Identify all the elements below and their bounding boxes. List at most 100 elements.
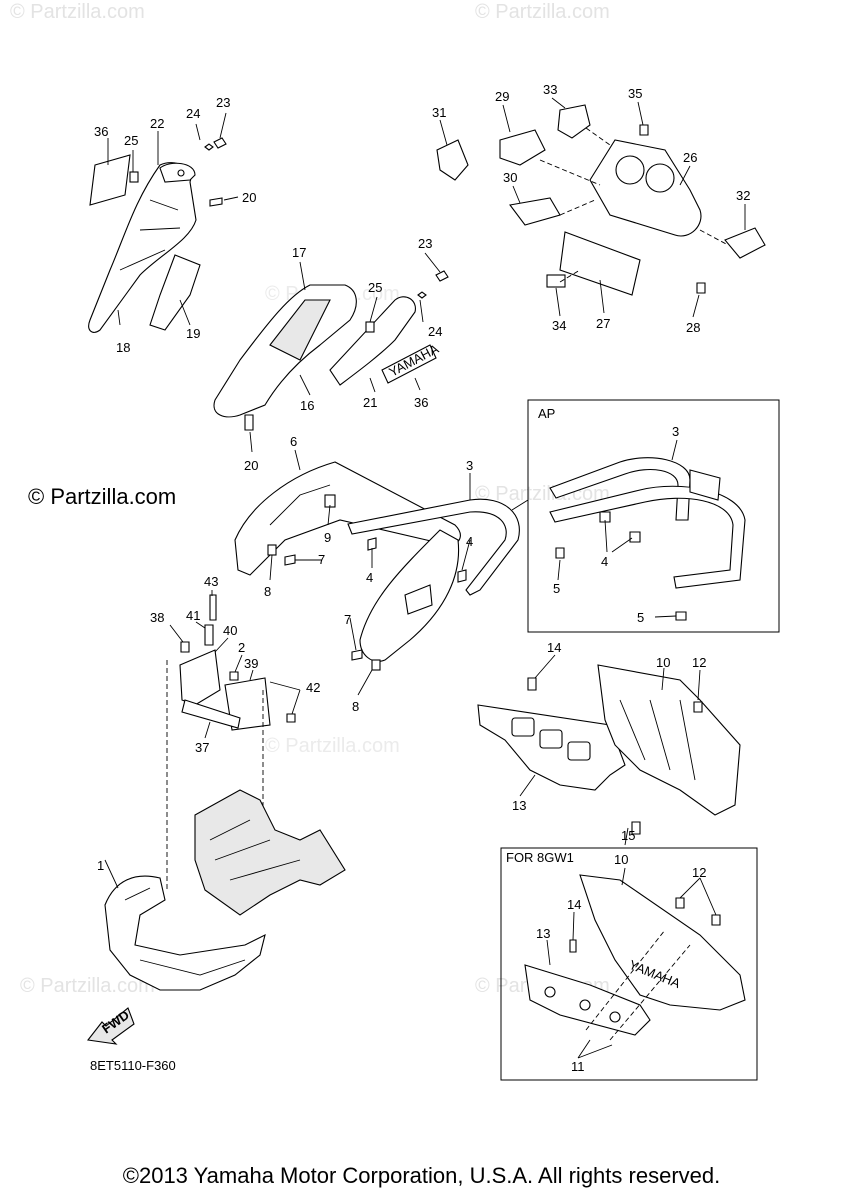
part-37-bracket: [181, 699, 241, 729]
callout-3: 3: [672, 424, 679, 439]
callout-10: 10: [614, 852, 628, 867]
callout-24: 24: [428, 324, 442, 339]
part-group-frame: [194, 789, 346, 916]
site-mark: © Partzilla.com: [28, 484, 176, 509]
yamaha-decal-text: YAMAHA: [386, 341, 441, 380]
callout-27: 27: [596, 316, 610, 331]
part-14-rivet: [527, 677, 537, 691]
part-34-plate: [546, 274, 566, 288]
part-19-bracket: [149, 254, 201, 331]
callout-23: 23: [216, 95, 230, 110]
callout-12: 12: [692, 865, 706, 880]
callout-26: 26: [683, 150, 697, 165]
callout-4: 4: [366, 570, 373, 585]
part-40-bracket: [179, 649, 221, 706]
part-13-port: [511, 717, 535, 737]
callout-12: 12: [692, 655, 706, 670]
callout-13: 13: [536, 926, 550, 941]
fwd-direction-arrow: FWD: [86, 1007, 135, 1045]
part-42-screw: [286, 713, 296, 723]
callout-8: 8: [352, 699, 359, 714]
part-group-middle: [234, 449, 529, 696]
part-23-screw: [435, 270, 449, 282]
callout-10: 10: [656, 655, 670, 670]
part-13-port: [539, 729, 563, 749]
callout-18: 18: [116, 340, 130, 355]
callout-36: 36: [414, 395, 428, 410]
callout-layer: 36 25 22 24 23 20 18 19 17 23 25 24 16 2…: [94, 82, 750, 1074]
callout-20: 20: [242, 190, 256, 205]
part-26-gauge-left: [615, 155, 645, 185]
fwd-arrow-icon: [86, 1007, 135, 1045]
part-24-washer: [204, 143, 214, 151]
callout-22: 22: [150, 116, 164, 131]
callout-5: 5: [637, 610, 644, 625]
part-35-screw: [639, 124, 649, 136]
callout-23: 23: [418, 236, 432, 251]
callout-3: 3: [466, 458, 473, 473]
callout-30: 30: [503, 170, 517, 185]
watermark: © Partzilla.com: [265, 735, 400, 757]
variant-box-label: FOR 8GW1: [506, 850, 574, 865]
part-17-cowl-inner: [269, 299, 331, 361]
callout-37: 37: [195, 740, 209, 755]
part-7-screw: [284, 554, 296, 566]
callout-2: 2: [238, 640, 245, 655]
callout-8: 8: [264, 584, 271, 599]
callout-36: 36: [94, 124, 108, 139]
callout-35: 35: [628, 86, 642, 101]
callout-25: 25: [368, 280, 382, 295]
part-10-8gw1-deflector: [579, 874, 746, 1011]
callout-9: 9: [324, 530, 331, 545]
part-2-nut: [229, 671, 239, 681]
part-31-cap: [436, 139, 469, 181]
callout-15: 15: [621, 828, 635, 843]
callout-25: 25: [124, 133, 138, 148]
callout-4: 4: [466, 534, 473, 549]
callout-14: 14: [547, 640, 561, 655]
part-29-pad: [499, 129, 546, 166]
callout-33: 33: [543, 82, 557, 97]
callout-6: 6: [290, 434, 297, 449]
part-group-top-right: [436, 97, 766, 318]
callout-19: 19: [186, 326, 200, 341]
watermark: © Partzilla.com: [20, 975, 155, 997]
part-38-bolt: [180, 641, 190, 653]
callout-20: 20: [244, 458, 258, 473]
callout-28: 28: [686, 320, 700, 335]
part-3-ap-bar-upper: [549, 457, 691, 521]
part-12-8gw1-rivet: [675, 897, 685, 909]
part-36-decal: [89, 154, 131, 206]
callout-29: 29: [495, 89, 509, 104]
part-25-clip: [365, 321, 375, 333]
part-10-deflector: [597, 664, 741, 816]
part-group-bumper: [104, 859, 266, 991]
part-4-bolt: [367, 537, 377, 551]
part-group-skid: [477, 654, 741, 846]
watermark: © Partzilla.com: [10, 1, 145, 23]
frame-reference: [194, 789, 346, 916]
callout-21: 21: [363, 395, 377, 410]
part-41-bolt: [204, 624, 214, 646]
part-4-ap-bolt: [599, 511, 611, 523]
part-24-washer: [417, 291, 427, 299]
callout-1: 1: [97, 858, 104, 873]
part-21-panel: [329, 296, 416, 386]
diagram-code: 8ET5110-F360: [90, 1058, 176, 1073]
part-36-decal-yamaha: [381, 344, 437, 384]
callout-4: 4: [601, 554, 608, 569]
part-12-rivet: [693, 701, 703, 713]
part-22-hole: [177, 169, 185, 177]
part-8-clip: [371, 659, 381, 671]
callout-7: 7: [344, 612, 351, 627]
copyright-notice: ©2013 Yamaha Motor Corporation, U.S.A. A…: [122, 1163, 721, 1188]
ap-box-label: AP: [538, 406, 555, 421]
part-4-ap-bolt: [629, 531, 641, 543]
part-20-screw: [244, 414, 254, 431]
callout-11: 11: [571, 1059, 585, 1074]
callout-5: 5: [553, 581, 560, 596]
callout-34: 34: [552, 318, 566, 333]
part-15-rivet: [631, 821, 641, 835]
callout-13: 13: [512, 798, 526, 813]
part-13-port: [567, 741, 591, 761]
